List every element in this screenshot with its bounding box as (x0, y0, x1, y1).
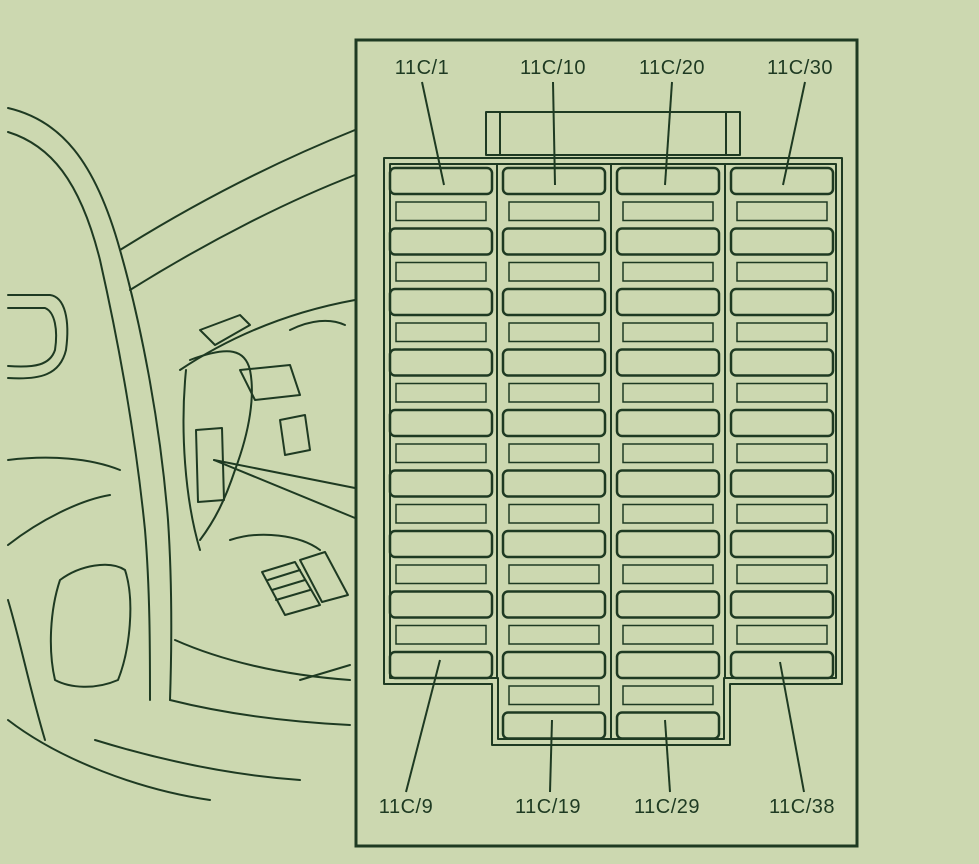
fuse-label-11c-38: 11C/38 (768, 796, 836, 818)
fuse-label-11c-19: 11C/19 (514, 796, 582, 818)
fuse-slot (388, 590, 494, 619)
fuse-clip (736, 624, 828, 645)
fuse-slot (501, 650, 607, 680)
fuse-clip (622, 443, 714, 464)
fuse-slot (615, 166, 721, 196)
leader-line (664, 81, 673, 186)
leader-line (549, 719, 553, 793)
fuse-clip (622, 624, 714, 645)
fuse-clip (508, 564, 600, 585)
fuse-clip (622, 322, 714, 343)
fuse-clip (395, 564, 487, 585)
fuse-box-top-tab (485, 111, 741, 156)
fuse-slot (729, 529, 835, 559)
fuse-clip (622, 503, 714, 524)
fuse-slot (501, 287, 607, 317)
leader-line (782, 81, 806, 186)
fuse-clip (622, 564, 714, 585)
fuse-slot (388, 408, 494, 438)
fuse-slot (501, 408, 607, 438)
leader-line (552, 81, 556, 186)
fuse-clip (736, 382, 828, 403)
fuse-clip (736, 261, 828, 282)
fuse-clip (508, 201, 600, 222)
fuse-slot (729, 227, 835, 256)
fuse-housing-outline (383, 157, 843, 746)
fuse-slot (729, 590, 835, 619)
car-interior-sketch (7, 107, 356, 801)
fuse-clip (508, 503, 600, 524)
fuse-clip (508, 685, 600, 706)
fuse-box-frame (354, 38, 859, 848)
leader-line (779, 661, 805, 793)
fuse-clip (622, 201, 714, 222)
fuse-slot (615, 711, 721, 740)
fuse-clip (395, 443, 487, 464)
fuse-label-11c-29: 11C/29 (633, 796, 701, 818)
fuse-slot (615, 348, 721, 377)
leader-line (664, 719, 671, 793)
fuse-clip (395, 503, 487, 524)
fuse-clip (622, 382, 714, 403)
fuse-slot (388, 227, 494, 256)
fuse-slot (729, 348, 835, 377)
fuse-slot (729, 287, 835, 317)
fuse-label-11c-30: 11C/30 (766, 57, 834, 79)
fuse-slot (729, 408, 835, 438)
fuse-slot (615, 590, 721, 619)
fuse-clip (395, 201, 487, 222)
fuse-slot (501, 529, 607, 559)
fuse-clip (508, 261, 600, 282)
fuse-slot (388, 348, 494, 377)
fuse-clip (736, 503, 828, 524)
fuse-clip (395, 382, 487, 403)
fuse-clip (736, 564, 828, 585)
fuse-slot (729, 469, 835, 498)
fuse-slot (615, 469, 721, 498)
fuse-slot (615, 408, 721, 438)
fuse-slot (501, 348, 607, 377)
fuse-slot (388, 287, 494, 317)
label-leader-lines (405, 81, 806, 793)
fuse-slot (615, 529, 721, 559)
fuse-label-11c-20: 11C/20 (638, 57, 706, 79)
leader-line (421, 81, 445, 186)
fuse-clip (508, 443, 600, 464)
fuse-clip (622, 261, 714, 282)
fuse-slot (615, 227, 721, 256)
fuse-clip (395, 322, 487, 343)
fuse-slot (388, 469, 494, 498)
fuse-clip (736, 201, 828, 222)
fuse-slot (501, 227, 607, 256)
fuse-clip (736, 322, 828, 343)
fuse-slot (388, 650, 494, 680)
fuse-slot (501, 469, 607, 498)
fuse-clip (622, 685, 714, 706)
fuse-clip (508, 382, 600, 403)
fuse-label-11c-10: 11C/10 (519, 57, 587, 79)
fuse-clip (508, 322, 600, 343)
fuse-slot (501, 590, 607, 619)
fuse-label-11c-9: 11C/9 (378, 796, 434, 818)
fuse-slot (615, 287, 721, 317)
fuse-slot (388, 529, 494, 559)
fuse-clip (395, 261, 487, 282)
fuse-label-11c-1: 11C/1 (394, 57, 450, 79)
fuse-slot (615, 650, 721, 680)
leader-line (405, 659, 441, 793)
fuse-clip (736, 443, 828, 464)
fuse-slot (501, 711, 607, 740)
fuse-clip (395, 624, 487, 645)
fuse-clip (508, 624, 600, 645)
fuse-slot (729, 166, 835, 196)
